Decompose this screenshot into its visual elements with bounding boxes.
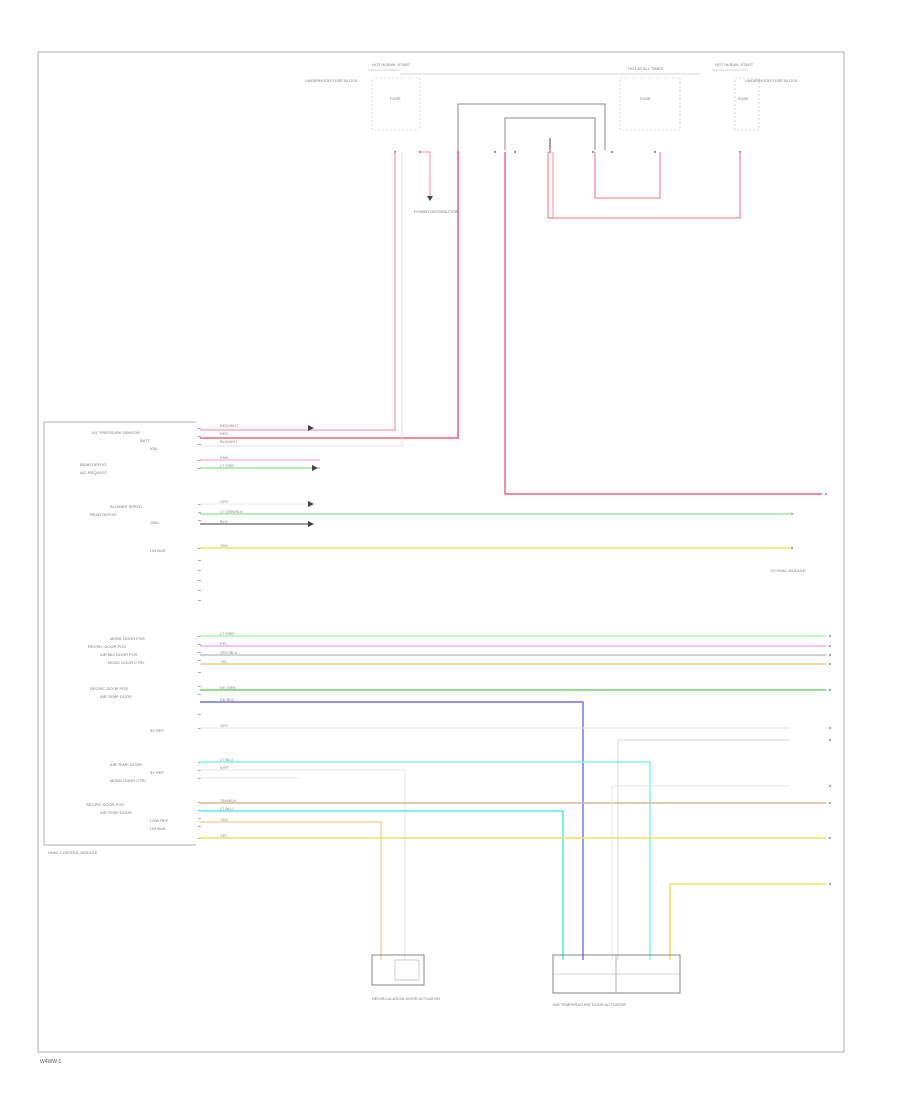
label-hot-left: HOT IN RUN, START [372,62,411,67]
fuse-box-left [371,77,421,131]
svg-text:RECIRC DOOR POS: RECIRC DOOR POS [90,686,128,691]
svg-text:TAN/BLK: TAN/BLK [220,798,237,803]
label-power-distribution: POWER DISTRIBUTION [414,209,459,214]
wire-pink-outer [200,152,403,447]
power-dist-arrow [427,196,433,201]
label-fuse-a: FUSE [390,96,401,101]
label-hot-right: HOT IN RUN, START [715,62,754,67]
diagram-frame [37,51,845,1053]
wire-lt-blu-2 [200,810,564,960]
svg-text:GRY/BLK: GRY/BLK [220,650,238,655]
svg-text:DK GRN: DK GRN [220,685,236,690]
svg-text:AIR TEMP DOOR: AIR TEMP DOOR [100,694,132,699]
svg-text:LOW REF: LOW REF [150,818,169,823]
wire-top-grey [457,103,606,155]
svg-text:MODE DOOR POS: MODE DOOR POS [110,636,145,641]
wire-top-grey-2 [504,117,596,150]
arrow-pin-c [308,425,314,431]
svg-text:AIR MIX DOOR POS: AIR MIX DOOR POS [100,652,138,657]
right-connector-pins [791,493,831,885]
wire-grey-right-2 [617,739,790,960]
svg-text:DK BLU: DK BLU [220,697,235,702]
label-fuse-block-left: UNDERHOOD FUSE BLOCK [305,78,358,83]
label-actuator-right: AIR TEMPERATURE DOOR ACTUATOR [553,1002,626,1007]
svg-text:RED: RED [220,431,229,436]
svg-text:TAN: TAN [220,817,228,822]
svg-text:IGN: IGN [150,446,157,451]
svg-text:LT GRN: LT GRN [220,463,234,468]
svg-text:RECIRC DOOR POS: RECIRC DOOR POS [88,644,126,649]
svg-text:PPL: PPL [220,641,228,646]
actuator-left-inner [394,959,420,981]
wire-yellow-right-bottom [669,883,826,960]
label-fuse-block-right: UNDERHOOD FUSE BLOCK [745,78,798,83]
module-bracket [43,421,196,846]
module-pin-numbers [198,428,201,839]
svg-text:BLK: BLK [220,519,228,524]
svg-text:LIN BUS: LIN BUS [150,548,166,553]
svg-text:LT BLU: LT BLU [220,757,233,762]
wire-power-dist [420,151,431,196]
arrow-black [308,521,314,527]
svg-text:RECIRC DOOR POS: RECIRC DOOR POS [86,802,124,807]
label-right-connector: TO HVAC MODULE [770,568,806,573]
svg-text:GND: GND [150,520,159,525]
svg-text:AIR TEMP DOOR: AIR TEMP DOOR [100,810,132,815]
wire-pink-to-module [200,152,396,431]
arrow-pin-b [312,465,318,471]
svg-text:YEL: YEL [220,833,228,838]
svg-text:A/C PRESSURE SENSOR: A/C PRESSURE SENSOR [92,430,140,435]
label-actuator-left: RECIRCULATION DOOR ACTUATOR [372,996,440,1001]
label-hot-mid: HOT AT ALL TIMES [628,66,663,71]
svg-text:YEL: YEL [220,659,228,664]
wire-top-pink-loop [594,152,661,199]
svg-text:5V REF: 5V REF [150,770,165,775]
svg-text:GRY: GRY [220,723,229,728]
wire-code-labels: RED/WHT RED BLK/WHT PNK LT GRN GRY LT GR… [220,423,243,838]
footer-code: W4WW-1 [40,1059,62,1065]
svg-text:LT GRN: LT GRN [220,631,234,636]
svg-text:MODE DOOR CTRL: MODE DOOR CTRL [108,660,145,665]
svg-text:REAR DEFOG: REAR DEFOG [80,462,106,467]
svg-text:PNK: PNK [220,455,229,460]
wire-grey-bottom [611,785,790,960]
svg-text:BLOWER SPEED: BLOWER SPEED [110,504,142,509]
module-pin-labels: A/C PRESSURE SENSOR BATT IGN REAR DEFOG … [80,430,169,831]
svg-text:GRY: GRY [220,499,229,504]
wire-orange-4 [200,821,382,960]
svg-text:WHT: WHT [220,765,230,770]
svg-text:MODE DOOR CTRL: MODE DOOR CTRL [110,778,147,783]
label-fuse-c: FUSE [738,96,749,101]
svg-text:REAR DEFOG: REAR DEFOG [90,512,116,517]
svg-text:5V REF: 5V REF [150,728,165,733]
svg-text:LT BLU: LT BLU [220,806,233,811]
wire-dk-blu [200,701,584,960]
top-connector-pins [393,150,742,154]
label-module: HVAC CONTROL MODULE [48,850,98,855]
wire-red-right [504,152,822,495]
svg-text:AIR TEMP DOOR: AIR TEMP DOOR [110,762,142,767]
fuse-box-mid [619,77,681,131]
fuse-box-right [734,77,760,131]
wire-lt-blu-1 [200,761,651,960]
svg-text:RED/WHT: RED/WHT [220,423,239,428]
actuator-left-box [371,954,425,986]
svg-text:LIN BUS: LIN BUS [150,826,166,831]
label-fuse-b: FUSE [640,96,651,101]
svg-text:TAN: TAN [220,543,228,548]
svg-text:BATT: BATT [140,438,150,443]
arrow-gnd [308,501,314,507]
svg-text:A/C REQUEST: A/C REQUEST [80,470,108,475]
wire-red-to-module [200,152,459,439]
wire-top-pink-bottom [547,152,741,219]
svg-text:BLK/WHT: BLK/WHT [220,439,238,444]
svg-text:LT GRN/BLK: LT GRN/BLK [220,509,243,514]
wire-white-1 [200,769,406,960]
